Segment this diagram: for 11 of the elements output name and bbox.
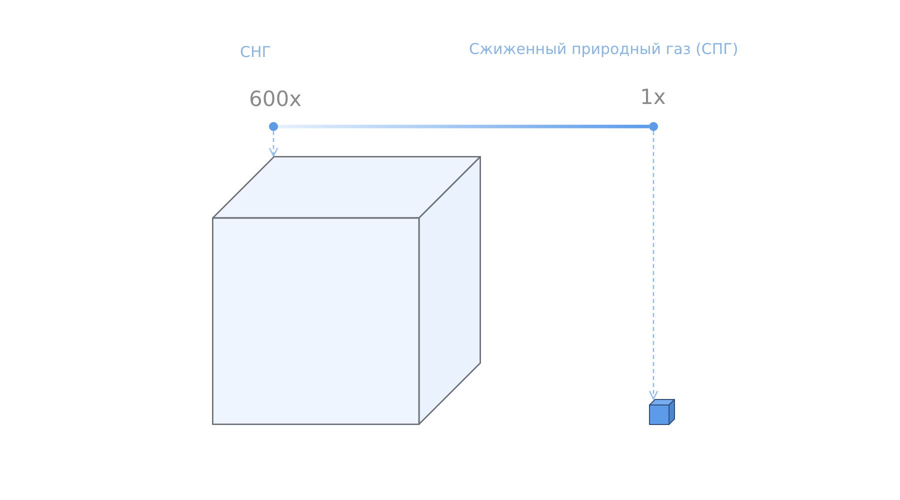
dashed-arrow xyxy=(648,131,658,400)
small-cube xyxy=(649,399,675,425)
gas-type-label: Сжиженный природный газ (СПГ) xyxy=(469,41,738,58)
volume-ratio-label: 600x xyxy=(249,87,302,112)
gas-type-label: СНГ xyxy=(240,44,271,62)
endpoint-dot xyxy=(649,122,658,131)
endpoint-dot xyxy=(269,122,278,131)
scale-line xyxy=(278,124,649,128)
large-cube xyxy=(212,156,481,425)
dashed-arrow xyxy=(268,131,278,157)
volume-ratio-label: 1x xyxy=(640,85,666,110)
